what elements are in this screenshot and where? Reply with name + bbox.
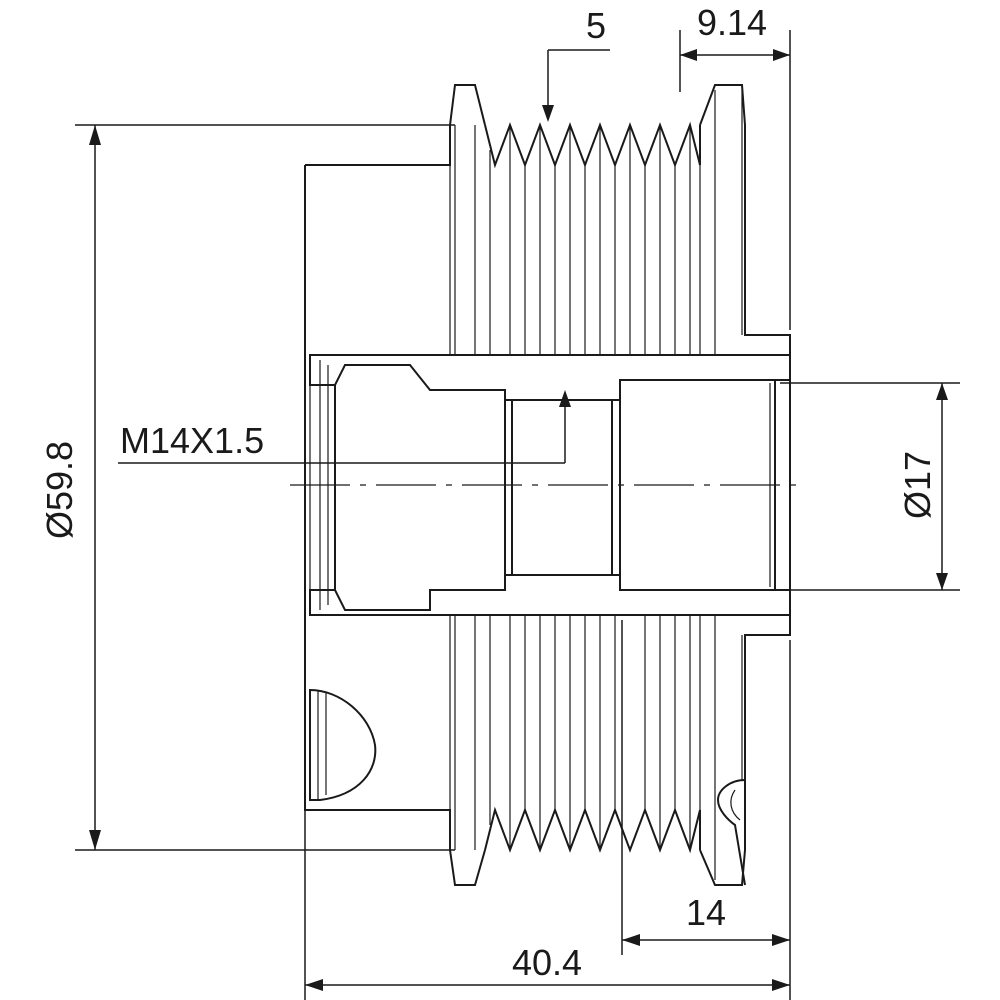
outer-diameter-label: Ø59.8 (39, 441, 80, 539)
dim-thread: M14X1.5 (118, 390, 571, 464)
dim-outer-diameter: Ø59.8 (39, 124, 455, 851)
clutch-detail (309, 688, 746, 886)
flange-offset-label: 9.14 (697, 2, 767, 43)
thread-label: M14X1.5 (120, 420, 264, 461)
pulley-body (304, 84, 791, 886)
dim-flange-offset: 9.14 (679, 2, 791, 330)
overall-length-label: 40.4 (512, 942, 582, 983)
dim-overall-length: 40.4 (304, 810, 790, 1000)
dim-groove-section: 14 (621, 620, 791, 1000)
groove-section-label: 14 (686, 892, 726, 933)
dim-pitch: 5 (542, 5, 610, 122)
pitch-label: 5 (586, 5, 606, 46)
hub-section (290, 354, 805, 616)
dim-bore-diameter: Ø17 (780, 382, 960, 591)
bore-diameter-label: Ø17 (897, 451, 938, 519)
